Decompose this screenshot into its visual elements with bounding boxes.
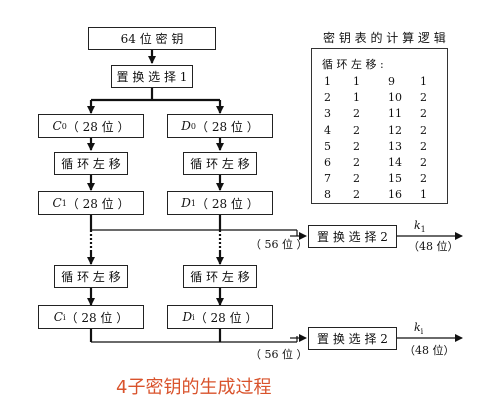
k1-sub: 1 bbox=[420, 225, 426, 235]
box-64bit-key: 64 位 密 钥 bbox=[88, 27, 216, 50]
box-pc2-i: 置 换 选 择 2 bbox=[308, 327, 397, 350]
d1-sub: 1 bbox=[190, 198, 196, 208]
d0-bits: （ 28 位 ） bbox=[196, 119, 259, 134]
box-shift-di: 循 环 左 移 bbox=[183, 265, 257, 288]
d0-var: D bbox=[181, 119, 191, 133]
ki-sub: i bbox=[420, 327, 424, 337]
table-cell: 16 bbox=[388, 188, 402, 202]
table-header: 循 环 左 移 : bbox=[322, 58, 384, 71]
table-cell: 4 bbox=[324, 123, 331, 137]
shift-c1-label: 循 环 左 移 bbox=[61, 157, 121, 171]
table-cell: 3 bbox=[324, 107, 331, 121]
table-cell: 2 bbox=[420, 123, 427, 137]
box-shift-ci: 循 环 左 移 bbox=[54, 265, 128, 288]
c0-var: C bbox=[52, 119, 62, 133]
table-cell: 8 bbox=[324, 188, 331, 202]
box-shift-d1: 循 环 左 移 bbox=[183, 152, 257, 175]
label-56bit-1: （ 56 位 ） bbox=[250, 238, 308, 251]
shift-d1-label: 循 环 左 移 bbox=[190, 157, 250, 171]
box-pc1: 置 换 选 择 1 bbox=[111, 65, 193, 88]
d1-var: D bbox=[181, 196, 191, 210]
label-48bit-i: （48 位） bbox=[404, 344, 455, 357]
table-cell: 13 bbox=[388, 139, 402, 153]
box-64bit-key-label: 64 位 密 钥 bbox=[120, 32, 184, 46]
label-56bit-i: （ 56 位 ） bbox=[250, 348, 308, 361]
shift-ci-label: 循 环 左 移 bbox=[61, 270, 121, 284]
table-cell: 2 bbox=[353, 107, 360, 121]
pc2-i-label: 置 换 选 择 2 bbox=[317, 332, 388, 346]
table-cell: 2 bbox=[353, 172, 360, 186]
table-cell: 2 bbox=[353, 188, 360, 202]
c1-sub: 1 bbox=[61, 198, 67, 208]
table-cell: 2 bbox=[353, 139, 360, 153]
table-cell: 2 bbox=[420, 107, 427, 121]
figure-caption: 4子密钥的生成过程 bbox=[116, 377, 272, 398]
k1-var: k bbox=[414, 219, 421, 232]
pc2-1-label: 置 换 选 择 2 bbox=[317, 230, 388, 244]
table-cell: 1 bbox=[353, 91, 360, 105]
table-cell: 10 bbox=[388, 91, 402, 105]
table-row: 8 2 16 1 bbox=[312, 188, 449, 205]
table-cell: 15 bbox=[388, 172, 402, 186]
label-48bit-1: （48 位） bbox=[408, 240, 459, 253]
d0-sub: 0 bbox=[190, 121, 196, 131]
c0-bits: （ 28 位 ） bbox=[66, 119, 130, 134]
table-cell: 2 bbox=[353, 156, 360, 169]
table-cell: 11 bbox=[388, 107, 402, 121]
table-cell: 5 bbox=[324, 139, 331, 153]
di-bits: （ 28 位 ） bbox=[194, 310, 258, 325]
table-row: 6 2 14 2 bbox=[312, 156, 449, 173]
ci-var: C bbox=[53, 310, 63, 324]
table-row: 1 1 9 1 bbox=[312, 75, 449, 92]
table-cell: 1 bbox=[324, 75, 331, 88]
table-cell: 1 bbox=[420, 188, 427, 202]
di-var: D bbox=[182, 310, 193, 324]
box-pc1-label: 置 换 选 择 1 bbox=[116, 70, 188, 84]
ci-sub: i bbox=[62, 312, 66, 322]
table-cell: 2 bbox=[353, 123, 360, 137]
table-cell: 12 bbox=[388, 123, 402, 137]
label-k1: k1 bbox=[414, 219, 426, 234]
ci-bits: （ 28 位 ） bbox=[65, 310, 129, 325]
c0-sub: 0 bbox=[61, 121, 67, 131]
table-row: 4 2 12 2 bbox=[312, 124, 449, 141]
table-cell: 1 bbox=[420, 75, 427, 88]
ki-var: k bbox=[414, 321, 421, 334]
label-ki: ki bbox=[414, 321, 423, 336]
table-cell: 2 bbox=[420, 172, 427, 186]
table-cell: 6 bbox=[324, 156, 331, 169]
table-row: 3 2 11 2 bbox=[312, 107, 449, 124]
box-shift-c1: 循 环 左 移 bbox=[54, 152, 128, 175]
shift-di-label: 循 环 左 移 bbox=[190, 270, 250, 284]
table-row: 7 2 15 2 bbox=[312, 172, 449, 189]
table-cell: 2 bbox=[420, 156, 427, 169]
table-row: 2 1 10 2 bbox=[312, 91, 449, 108]
table-cell: 2 bbox=[324, 91, 331, 105]
table-cell: 1 bbox=[353, 75, 360, 88]
table-title: 密 钥 表 的 计 算 逻 辑 bbox=[323, 31, 446, 45]
c1-var: C bbox=[52, 196, 62, 210]
box-pc2-1: 置 换 选 择 2 bbox=[308, 225, 397, 248]
table-cell: 14 bbox=[388, 156, 402, 169]
table-cell: 7 bbox=[324, 172, 331, 186]
di-sub: i bbox=[192, 312, 195, 322]
c1-bits: （ 28 位 ） bbox=[66, 196, 130, 211]
table-row: 5 2 13 2 bbox=[312, 140, 449, 157]
d1-bits: （ 28 位 ） bbox=[196, 196, 259, 211]
table-cell: 2 bbox=[420, 139, 427, 153]
table-cell: 2 bbox=[420, 91, 427, 105]
table-cell: 9 bbox=[388, 75, 395, 88]
